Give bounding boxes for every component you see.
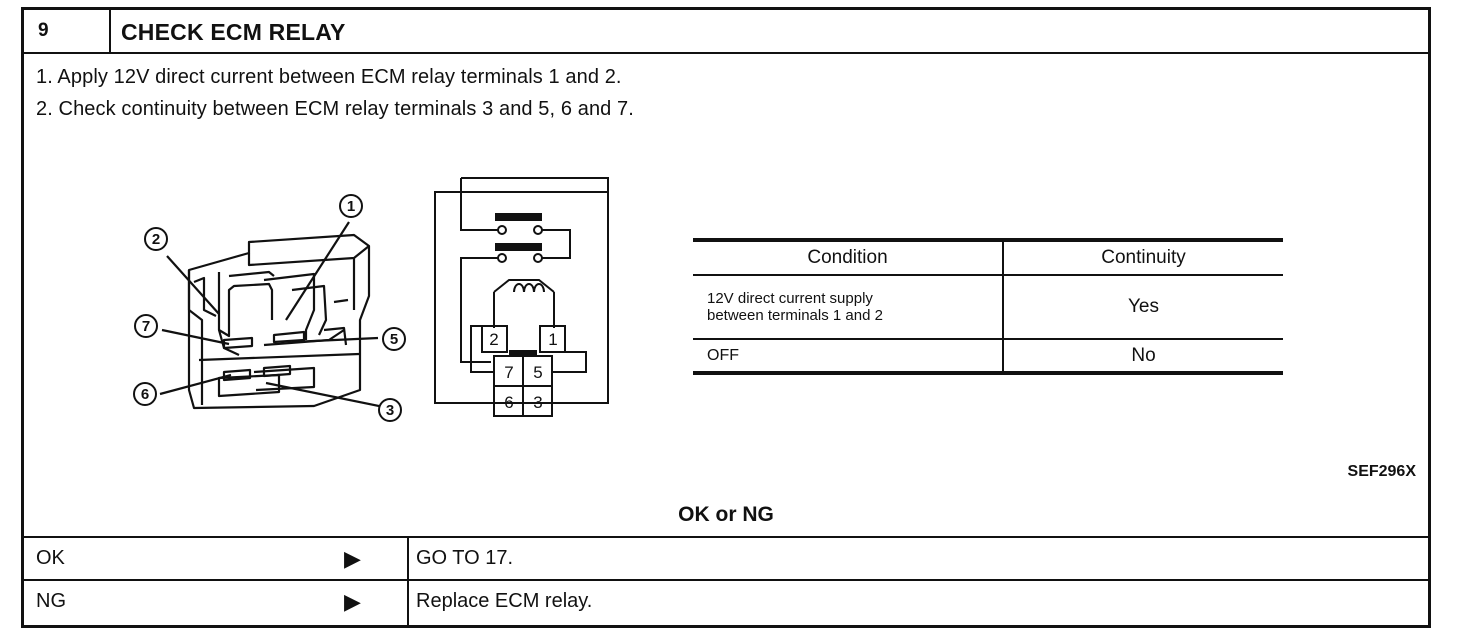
- table-header-row: Condition Continuity: [693, 238, 1283, 276]
- condition-cell: 12V direct current supply between termin…: [693, 275, 1004, 340]
- arrow-right-icon: ▶: [344, 589, 361, 614]
- result-label: NG: [36, 590, 66, 612]
- schematic-terminal-7: 7: [504, 363, 513, 382]
- callout-6: [133, 382, 157, 406]
- column-header-continuity: Continuity: [1003, 238, 1283, 276]
- relay-figure: 1 2 5 7 6 3: [133, 177, 609, 422]
- schematic-terminal-6: 6: [504, 393, 513, 412]
- result-heading: OK or NG: [678, 503, 774, 526]
- schematic-terminal-3: 3: [533, 393, 542, 412]
- result-action: GO TO 17.: [416, 547, 514, 569]
- column-divider: [407, 579, 409, 625]
- table-row: OFF No: [693, 339, 1283, 375]
- column-divider: [407, 536, 409, 579]
- table-row: 12V direct current supply between termin…: [693, 275, 1283, 340]
- callout-7: [134, 314, 158, 338]
- callout-3: [378, 398, 402, 422]
- continuity-table: Condition Continuity 12V direct current …: [693, 238, 1283, 375]
- figure-code: SEF296X: [1347, 463, 1416, 480]
- result-row-ng: NG ▶ Replace ECM relay.: [24, 579, 1428, 625]
- callout-5: [382, 327, 406, 351]
- column-header-condition: Condition: [693, 238, 1004, 276]
- callout-3-label: 3: [386, 402, 394, 419]
- result-row-ok: OK ▶ GO TO 17.: [24, 536, 1428, 579]
- condition-line: 12V direct current supply: [707, 290, 873, 307]
- callout-5-label: 5: [390, 331, 398, 348]
- callout-1: [339, 194, 363, 218]
- callout-7-label: 7: [142, 318, 150, 335]
- callout-2: [144, 227, 168, 251]
- continuity-cell: Yes: [1003, 275, 1283, 340]
- callout-2-label: 2: [152, 231, 160, 248]
- result-label: OK: [36, 547, 65, 569]
- schematic-terminal-1: 1: [548, 330, 557, 349]
- step-number: 9: [24, 10, 111, 52]
- schematic-terminal-5: 5: [533, 363, 542, 382]
- condition-cell: OFF: [693, 339, 1004, 375]
- callout-6-label: 6: [141, 386, 149, 403]
- instruction-1: 1. Apply 12V direct current between ECM …: [36, 66, 622, 88]
- arrow-right-icon: ▶: [344, 546, 361, 571]
- result-action: Replace ECM relay.: [416, 590, 593, 612]
- relay-body-drawing: [159, 221, 385, 410]
- step-header: 9 CHECK ECM RELAY: [24, 10, 1428, 54]
- diagnostic-procedure-frame: 9 CHECK ECM RELAY 1. Apply 12V direct cu…: [21, 7, 1431, 628]
- schematic-bus-bar: [509, 350, 537, 355]
- condition-line: between terminals 1 and 2: [707, 307, 883, 324]
- relay-schematic: [434, 177, 609, 417]
- callout-1-label: 1: [347, 198, 355, 215]
- schematic-terminal-2: 2: [489, 330, 498, 349]
- step-title: CHECK ECM RELAY: [121, 19, 346, 45]
- continuity-cell: No: [1003, 339, 1283, 375]
- instruction-2: 2. Check continuity between ECM relay te…: [36, 98, 634, 120]
